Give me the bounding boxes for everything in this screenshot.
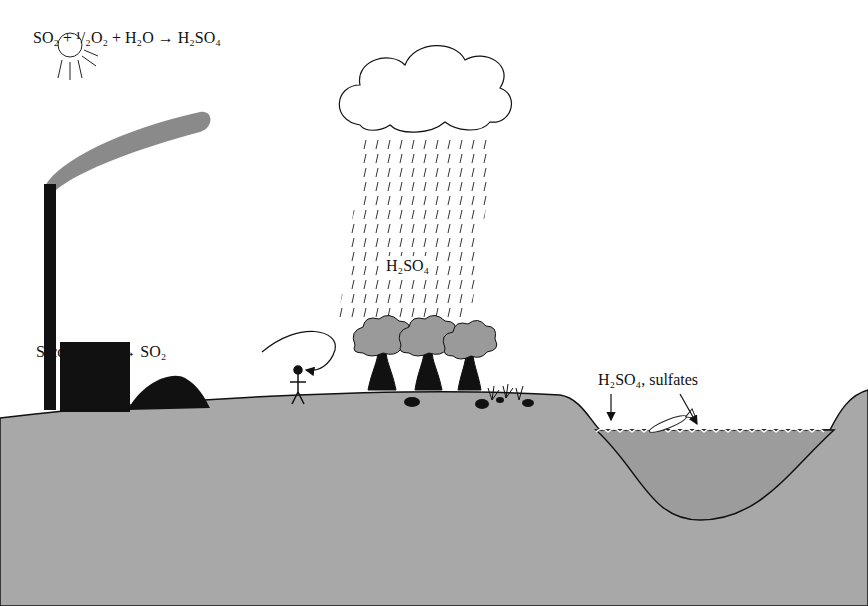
trees: [353, 315, 497, 390]
fish: [648, 409, 696, 436]
so2-arrow: [262, 331, 335, 370]
coal-pile: [128, 376, 210, 410]
lake: [596, 430, 834, 520]
reaction-equation: SO₂ + ¹/₂O₂ + H₂O → H₂SO₄: [33, 28, 221, 47]
deposition-arrow: [610, 394, 611, 420]
deposition-arrow: [680, 394, 697, 424]
ground: [0, 390, 868, 606]
person: [290, 366, 306, 404]
rocks-and-shrubs: [404, 384, 534, 409]
smoke-plume: [45, 112, 211, 190]
chimney: [44, 184, 56, 410]
deposition-label: H₂SO₄, sulfates: [598, 370, 698, 389]
cloud: [339, 46, 511, 133]
reaction-equation: S(coal) + O₂ → SO₂: [36, 342, 166, 361]
water-surface: [596, 429, 824, 432]
rain: [338, 135, 496, 322]
rain-label: H₂SO₄: [384, 256, 431, 275]
